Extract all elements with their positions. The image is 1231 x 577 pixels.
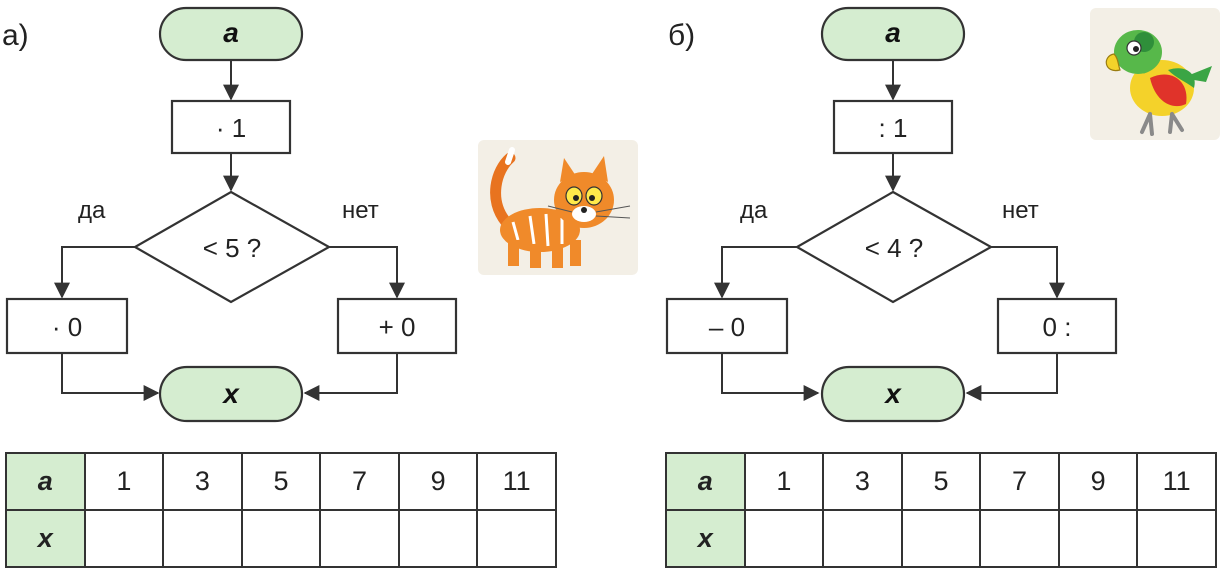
table-a-answer-cell[interactable] xyxy=(476,509,557,568)
start-terminal-a-text: a xyxy=(223,17,239,48)
table-a-row-x: x xyxy=(5,509,557,568)
table-a-header-x: x xyxy=(5,509,86,568)
table-b-answer-cell[interactable] xyxy=(1136,509,1217,568)
end-terminal-b xyxy=(820,365,966,423)
no-op-box-a xyxy=(336,297,458,355)
table-a-header-a: a xyxy=(5,452,86,511)
arrow-a-yes-branch xyxy=(54,246,135,299)
yes-op-box-b xyxy=(665,297,789,355)
table-a-cell: 11 xyxy=(476,452,557,511)
start-terminal-b-text: a xyxy=(885,17,901,48)
table-a-cell: 3 xyxy=(162,452,243,511)
table-b-cell: 11 xyxy=(1136,452,1217,511)
process-box-a-text: · 1 xyxy=(216,113,246,143)
table-b-cell: 3 xyxy=(822,452,903,511)
yes-op-box-b-text: – 0 xyxy=(709,312,745,342)
flowchart-a: а) a · 1 < 5 ? да нет · 0 + 0 x xyxy=(2,6,458,423)
yes-op-box-a-text: · 0 xyxy=(52,312,82,342)
table-b-answer-cell[interactable] xyxy=(743,509,825,568)
table-a-cell: 1 xyxy=(83,452,165,511)
end-terminal-a-text: x xyxy=(221,378,240,409)
table-a-answer-cell[interactable] xyxy=(397,509,479,568)
table-b-header-x: x xyxy=(665,509,746,568)
parrot-illustration xyxy=(1090,8,1220,140)
table-a-answer-cell[interactable] xyxy=(240,509,322,568)
no-label-a: нет xyxy=(342,197,379,224)
no-label-b: нет xyxy=(1002,197,1039,224)
flowchart-b: б) a : 1 < 4 ? да нет – 0 0 : x xyxy=(665,6,1118,423)
end-terminal-a xyxy=(158,365,304,423)
arrow-b-no-branch xyxy=(991,246,1065,299)
table-b-header-a: a xyxy=(665,452,746,511)
arrow-b-yes-branch xyxy=(714,246,797,299)
cat-illustration xyxy=(478,140,638,275)
no-op-box-b-text: 0 : xyxy=(1043,312,1072,342)
table-a-cell: 9 xyxy=(397,452,479,511)
table-a-answer-cell[interactable] xyxy=(319,509,400,568)
table-b-answer-cell[interactable] xyxy=(1057,509,1139,568)
arrow-a-yes-to-end xyxy=(61,353,160,401)
process-box-b-text: : 1 xyxy=(879,113,908,143)
no-op-box-a-text: + 0 xyxy=(379,312,416,342)
no-op-box-b xyxy=(996,297,1118,355)
table-b-row-a: a 1 3 5 7 9 11 xyxy=(665,452,1217,511)
panel-b-label: б) xyxy=(668,19,695,52)
table-b-answer-cell[interactable] xyxy=(822,509,903,568)
table-b-answer-cell[interactable] xyxy=(900,509,982,568)
table-b-cell: 1 xyxy=(743,452,825,511)
decision-diamond-b xyxy=(794,190,994,304)
table-b-row-x: x xyxy=(665,509,1217,568)
end-terminal-b-text: x xyxy=(883,378,902,409)
table-a-answer-cell[interactable] xyxy=(83,509,165,568)
arrow-a-no-branch xyxy=(329,246,405,299)
arrow-b-yes-to-end xyxy=(721,353,820,401)
table-b-cell: 7 xyxy=(979,452,1060,511)
arrow-b-no-to-end xyxy=(965,353,1058,401)
yes-op-box-a xyxy=(5,297,129,355)
table-b-answer-cell[interactable] xyxy=(979,509,1060,568)
table-b-cell: 9 xyxy=(1057,452,1139,511)
yes-label-a: да xyxy=(78,197,106,224)
table-a-answer-cell[interactable] xyxy=(162,509,243,568)
values-table-b: a 1 3 5 7 9 11 x xyxy=(665,452,1217,568)
table-a-row-a: a 1 3 5 7 9 11 xyxy=(5,452,557,511)
arrow-a-no-to-end xyxy=(303,353,398,401)
table-a-cell: 5 xyxy=(240,452,322,511)
yes-label-b: да xyxy=(740,197,768,224)
table-b-cell: 5 xyxy=(900,452,982,511)
decision-diamond-a xyxy=(132,190,332,304)
values-table-a: a 1 3 5 7 9 11 x xyxy=(5,452,557,568)
decision-diamond-a-text: < 5 ? xyxy=(203,233,262,263)
decision-diamond-b-text: < 4 ? xyxy=(865,233,924,263)
panel-a-label: а) xyxy=(2,19,29,52)
table-a-cell: 7 xyxy=(319,452,400,511)
